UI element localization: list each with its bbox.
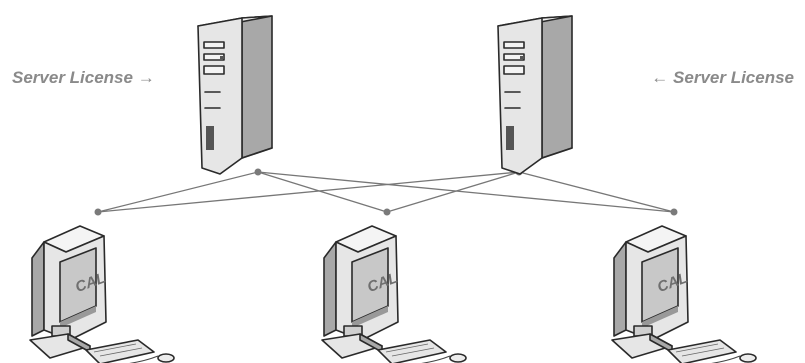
- workstation-icon: [322, 226, 466, 363]
- client-center: CAL: [322, 226, 466, 363]
- server-tower-icon: [498, 16, 572, 174]
- network-lines: [95, 169, 678, 216]
- server-license-label-left: Server License →: [12, 68, 155, 87]
- client-right: CAL: [612, 226, 756, 363]
- client-left: CAL: [30, 226, 174, 363]
- node-client2: [384, 209, 391, 216]
- node-client3: [671, 209, 678, 216]
- workstation-icon: [30, 226, 174, 363]
- server-license-label-right: ← Server License: [651, 68, 794, 87]
- link-server2-client3: [519, 172, 674, 212]
- node-server1: [255, 169, 262, 176]
- server-tower-icon: [198, 16, 272, 174]
- workstation-icon: [612, 226, 756, 363]
- node-client1: [95, 209, 102, 216]
- server-left: Server License →: [12, 16, 272, 174]
- server-right: ← Server License: [498, 16, 794, 174]
- link-server1-client1: [98, 172, 258, 212]
- link-server2-client1: [98, 172, 519, 212]
